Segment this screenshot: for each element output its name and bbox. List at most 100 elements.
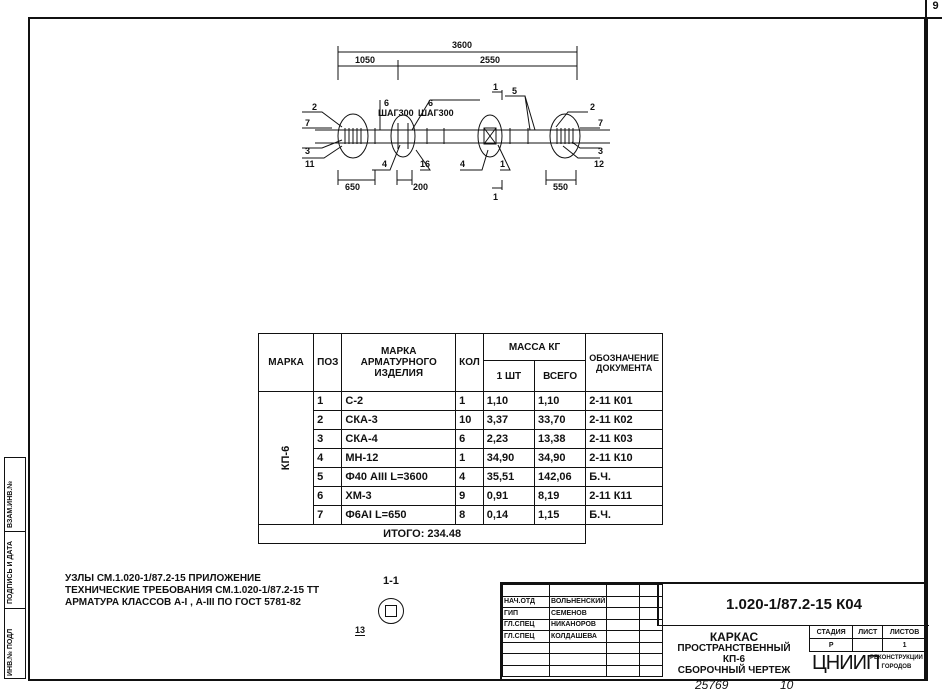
cell-doc: 2-11 К02 (585, 410, 663, 430)
cell-total: 34,90 (533, 448, 587, 468)
cell-unit: 2,23 (482, 429, 535, 449)
section-mark: 1 (493, 82, 498, 92)
cell-total: 1,10 (533, 391, 587, 411)
sig-name: СЕМЕНОВ (548, 607, 608, 620)
pos-label: 16 (420, 159, 430, 169)
sig-role: ГИП (502, 607, 550, 620)
cell-pos: 7 (313, 505, 343, 525)
pos-label: 5 (512, 86, 517, 96)
sig-name: НИКАНОРОВ (548, 618, 608, 631)
pos-label: 12 (594, 159, 604, 169)
cell-doc: 2-11 К03 (585, 429, 663, 449)
cell-total: 8,19 (533, 486, 587, 506)
sheet-frame (28, 17, 928, 681)
cell-doc: 2-11 К11 (585, 486, 663, 506)
pos-label: 1 (500, 159, 505, 169)
cell-total: 33,70 (533, 410, 587, 430)
step-label: ШАГ300 (378, 108, 414, 118)
sig-role: НАЧ.ОТД (502, 595, 550, 608)
cell-doc: 2-11 К10 (585, 448, 663, 468)
sig-role: ГЛ.СПЕЦ (502, 630, 550, 643)
cell-total: 13,38 (533, 429, 587, 449)
org-name: РЕКОНСТРУКЦИИ ГОРОДОВ (870, 654, 923, 672)
sheet-number: 9 (925, 0, 942, 19)
cell-pos: 2 (313, 410, 343, 430)
cell-item: Ф6АI L=650 (341, 505, 457, 525)
sheet-value (852, 638, 884, 652)
cell-qty: 9 (455, 486, 484, 506)
cell-item: ХМ-3 (341, 486, 457, 506)
stripe-label: ПОДПИСЬ И ДАТА (7, 540, 14, 604)
sheet-header: ЛИСТ (852, 625, 884, 639)
total-row: ИТОГО: 234.48 (257, 524, 587, 544)
cell-pos: 3 (313, 429, 343, 449)
pos-label: 3 (305, 146, 310, 156)
pos-label: 6 (384, 98, 389, 108)
sig-role: ГЛ.СПЕЦ (502, 618, 550, 631)
header-qty: КОЛ (455, 333, 484, 392)
note-line: ТЕХНИЧЕСКИЕ ТРЕБОВАНИЯ СМ.1.020-1/87.2-1… (65, 585, 320, 596)
pos-label: 2 (590, 102, 595, 112)
org-line: РЕКОНСТРУКЦИИ (870, 655, 923, 661)
title-line: КАРКАС (709, 630, 759, 644)
cell-pos: 4 (313, 448, 343, 468)
pos-label: 4 (382, 159, 387, 169)
section-pos-label: 13 (355, 625, 366, 636)
header-doc: ОБОЗНАЧЕНИЕ ДОКУМЕНТА (585, 333, 663, 392)
pos-label: 3 (598, 146, 603, 156)
cell-unit: 0,14 (482, 505, 535, 525)
sig-name: КОЛДАШЕВА (548, 630, 608, 643)
cell-pos: 6 (313, 486, 343, 506)
cell-doc: Б.Ч. (585, 505, 663, 525)
cell-pos: 5 (313, 467, 343, 487)
specification-table: МАРКА ПОЗ МАРКА АРМАТУРНОГО ИЗДЕЛИЯ КОЛ … (257, 333, 663, 544)
dim-650: 650 (345, 182, 360, 192)
header-mass-total: ВСЕГО (533, 360, 587, 392)
cell-item: Ф40 АIII L=3600 (341, 467, 457, 487)
section-mark: 1 (493, 192, 498, 202)
cell-unit: 0,91 (482, 486, 535, 506)
stage-header: СТАДИЯ (808, 625, 854, 639)
note-line: АРМАТУРА КЛАССОВ А-I , А-III ПО ГОСТ 578… (65, 597, 301, 608)
notes: УЗЛЫ СМ.1.020-1/87.2-15 ПРИЛОЖЕНИЕ ТЕХНИ… (65, 573, 319, 609)
group-mark: КП-6 (280, 445, 293, 471)
cell-unit: 1,10 (482, 391, 535, 411)
stripe-label: ВЗАМ.ИНВ.№ (7, 480, 14, 528)
footer-number: 10 (780, 678, 794, 691)
header-mass-unit: 1 ШТ (482, 360, 535, 392)
cell-total: 142,06 (533, 467, 587, 487)
cell-qty: 1 (455, 448, 484, 468)
org-logo: ЦНИИП (812, 652, 880, 674)
note-line: УЗЛЫ СМ.1.020-1/87.2-15 ПРИЛОЖЕНИЕ (65, 573, 261, 584)
cell-qty: 4 (455, 467, 484, 487)
cell-qty: 8 (455, 505, 484, 525)
title-line: СБОРОЧНЫЙ ЧЕРТЕЖ (677, 665, 791, 676)
stripe-label: ИНВ.№ ПОДЛ (7, 628, 14, 676)
cell-qty: 10 (455, 410, 484, 430)
cell-qty: 1 (455, 391, 484, 411)
header-item-mark: МАРКА АРМАТУРНОГО ИЗДЕЛИЯ (341, 333, 457, 392)
dim-total: 3600 (452, 40, 472, 50)
pos-label: 6 (428, 98, 433, 108)
section-title: 1-1 (383, 575, 399, 587)
dim-left: 1050 (355, 55, 375, 65)
assembly-drawing: 3600 1050 2550 650 200 550 2 7 3 11 6 ША… (302, 40, 610, 202)
cell-item: СКА-3 (341, 410, 457, 430)
stage-value: Р (808, 638, 854, 652)
sig-name: ВОЛЬНЕНСКИЙ (548, 595, 608, 608)
section-circle (378, 598, 404, 624)
sheets-header: ЛИСТОВ (882, 625, 927, 639)
cell-pos: 1 (313, 391, 343, 411)
header-mass: МАССА КГ (482, 333, 587, 361)
cell-unit: 3,37 (482, 410, 535, 430)
title-line: КП-6 (722, 654, 746, 665)
drawing-title: КАРКАС ПРОСТРАНСТВЕННЫЙ КП-6 СБОРОЧНЫЙ Ч… (659, 630, 809, 676)
pos-label: 4 (460, 159, 465, 169)
org-line: ГОРОДОВ (881, 664, 912, 670)
